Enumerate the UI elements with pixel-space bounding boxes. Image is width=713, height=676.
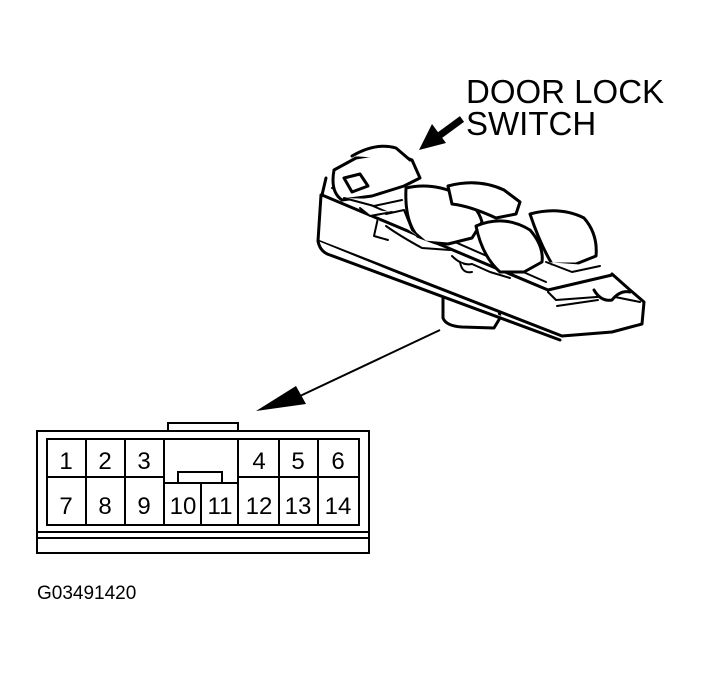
switch-assembly-illustration bbox=[316, 144, 646, 342]
pin-7-label: 7 bbox=[59, 493, 72, 520]
pin-3-label: 3 bbox=[137, 448, 150, 475]
pin-1-label: 1 bbox=[59, 448, 72, 475]
callout-line-2: SWITCH bbox=[466, 105, 596, 142]
connector-face bbox=[36, 422, 370, 554]
pin-11-label: 11 bbox=[208, 493, 233, 520]
connector-pointer-arrow bbox=[256, 329, 441, 411]
pin-4-label: 4 bbox=[252, 448, 265, 475]
pin-13-label: 13 bbox=[285, 493, 312, 520]
pin-6-label: 6 bbox=[331, 448, 344, 475]
pin-10-label: 10 bbox=[170, 493, 197, 520]
figure-id: G03491420 bbox=[37, 583, 136, 604]
pin-9-label: 9 bbox=[137, 493, 150, 520]
pin-8-label: 8 bbox=[98, 493, 111, 520]
pin-2-label: 2 bbox=[98, 448, 111, 475]
pin-5-label: 5 bbox=[291, 448, 304, 475]
callout-line-1: DOOR LOCK bbox=[466, 73, 664, 110]
callout-arrow bbox=[419, 116, 465, 150]
pin-12-label: 12 bbox=[246, 493, 273, 520]
pin-14-label: 14 bbox=[325, 493, 352, 520]
